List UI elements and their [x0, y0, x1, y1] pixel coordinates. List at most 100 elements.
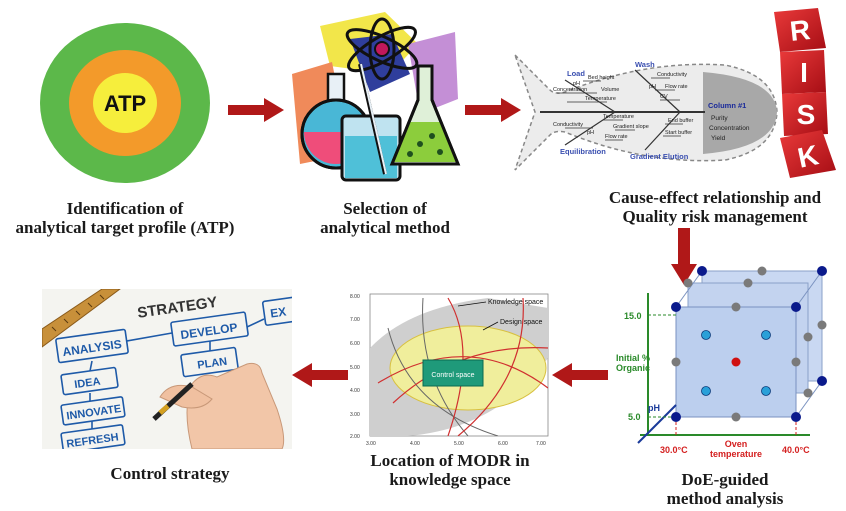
modr-x-tick-4: 4.00 [410, 441, 420, 447]
hand-with-pen-icon [152, 362, 285, 449]
risk-cube-s: S [782, 92, 828, 136]
svg-text:S: S [797, 99, 816, 130]
doe-design-cube: 15.0 5.0 Initial % Organic pH 30.0°C 40.… [616, 266, 827, 459]
doe-corner-points [671, 266, 827, 422]
fishbone-diagram: Load Wash Equilibration Gradient Elution… [514, 54, 778, 171]
risk-caption-line2: Quality risk management [622, 207, 808, 226]
doe-z-label: pH [648, 403, 660, 413]
doe-z-axis [637, 404, 677, 444]
control-space-label: Control space [431, 372, 474, 379]
fish-ph1: pH [573, 81, 580, 87]
doe-y-label-line1: Initial % [616, 353, 650, 363]
risk-cube-i: I [780, 50, 826, 94]
risk-cube-k: K [780, 130, 836, 178]
knowledge-space-label: Knowledge space [488, 299, 543, 306]
fish-concentration-out: Concentration [709, 125, 750, 132]
control-caption-line1: Control strategy [110, 464, 230, 483]
modr-knowledge-space-plot: Control space Knowledge space Design spa… [350, 293, 549, 447]
doe-caption-line2: method analysis [666, 489, 784, 508]
modr-x-tick-7: 7.00 [536, 441, 546, 447]
control-space-region [422, 359, 484, 387]
fish-load-label: Load [567, 69, 585, 78]
doe-center-point [731, 357, 741, 367]
modr-caption-line1: Location of MODR in [370, 451, 530, 470]
modr-y-tick-2: 2.00 [350, 434, 360, 440]
fish-temperature1: Temperature [585, 96, 616, 102]
doe-x-label-line2: temperature [710, 449, 762, 459]
arrow-modr-to-control [292, 363, 348, 387]
strategy-word-ex: EX [269, 304, 287, 320]
svg-text:R: R [788, 14, 811, 47]
fish-cv: CV [660, 94, 668, 100]
atom-icon [345, 17, 419, 81]
doe-y-tick-low: 5.0 [628, 412, 641, 422]
risk-caption-line1: Cause-effect relationship and [608, 188, 822, 207]
doe-x-tick-low: 30.0°C [660, 445, 688, 455]
atp-center-label: ATP [104, 91, 146, 116]
fish-ph3: pH [587, 130, 594, 136]
doe-x-tick-high: 40.0°C [782, 445, 810, 455]
fish-start-buffer: Start buffer [665, 130, 692, 136]
doe-caption-line1: DoE-guided [681, 470, 769, 489]
fish-conductivity2: Conductivity [553, 122, 583, 128]
modr-x-tick-6: 6.00 [498, 441, 508, 447]
strategy-whiteboard-photo: STRATEGY DEVELOP ANALYSIS IDEA INNOVATE … [42, 289, 292, 449]
fish-gradient-slope: Gradient slope [613, 124, 649, 130]
modr-y-tick-4: 4.00 [350, 388, 360, 394]
ruler-icon [42, 289, 121, 348]
design-space-label: Design space [500, 319, 543, 326]
doe-face-points [701, 330, 771, 396]
control-caption: Control strategy [80, 464, 260, 483]
atp-caption: Identification of analytical target prof… [5, 199, 245, 237]
fish-gradient-label: Gradient Elution [630, 152, 689, 161]
fish-volume: Volume [601, 87, 619, 93]
modr-y-tick-7: 7.00 [350, 317, 360, 323]
method-caption: Selection of analytical method [300, 199, 470, 237]
fish-temperature2: Temperature [603, 114, 634, 120]
svg-text:I: I [800, 57, 808, 88]
atp-inner-circle [93, 73, 157, 133]
modr-x-tick-3: 3.00 [366, 441, 376, 447]
risk-cubes-graphic: R I S K [774, 8, 836, 178]
fish-purity: Purity [711, 115, 728, 122]
doe-y-tick-high: 15.0 [624, 311, 642, 321]
fish-yield: Yield [711, 135, 726, 142]
risk-caption: Cause-effect relationship and Quality ri… [585, 188, 845, 226]
fish-conductivity1: Conductivity [657, 72, 687, 78]
doe-caption: DoE-guided method analysis [650, 470, 800, 508]
modr-y-tick-3: 3.00 [350, 412, 360, 418]
fish-bed-height: Bed height [588, 75, 615, 81]
method-caption-line2: analytical method [320, 218, 450, 237]
arrow-doe-to-modr [552, 363, 608, 387]
modr-y-tick-8: 8.00 [350, 294, 360, 300]
doe-x-label-line1: Oven [725, 439, 748, 449]
doe-edge-points [671, 266, 827, 422]
modr-caption-line2: knowledge space [389, 470, 511, 489]
fish-concentration: Concentration [553, 87, 587, 93]
arrow-method-to-risk [465, 98, 521, 122]
beaker-icon [340, 63, 402, 182]
arrow-risk-to-doe [671, 228, 697, 285]
modr-y-tick-6: 6.00 [350, 341, 360, 347]
atp-caption-line1: Identification of [66, 199, 184, 218]
fish-end-buffer: End buffer [668, 118, 693, 124]
doe-y-label-line2: Organic [616, 363, 650, 373]
fish-ph2: pH [649, 84, 656, 90]
modr-x-tick-5: 5.00 [454, 441, 464, 447]
lab-glassware-illustration [292, 12, 461, 182]
modr-caption: Location of MODR in knowledge space [345, 451, 555, 489]
method-caption-line1: Selection of [343, 199, 427, 218]
atp-target-graphic: ATP [40, 23, 210, 183]
risk-cube-r: R [774, 8, 826, 52]
atp-caption-line2: analytical target profile (ATP) [15, 218, 235, 237]
fish-equilibration-label: Equilibration [560, 147, 606, 156]
arrow-atp-to-method [228, 98, 284, 122]
fish-flow-rate2: Flow rate [605, 134, 628, 140]
conical-flask-icon [389, 64, 461, 166]
modr-y-tick-5: 5.00 [350, 365, 360, 371]
fish-head-title: Column #1 [708, 101, 746, 110]
fish-wash-label: Wash [635, 60, 655, 69]
strategy-word-idea: IDEA [74, 376, 102, 392]
strategy-word-plan: PLAN [197, 356, 228, 372]
fish-flow-rate1: Flow rate [665, 84, 688, 90]
